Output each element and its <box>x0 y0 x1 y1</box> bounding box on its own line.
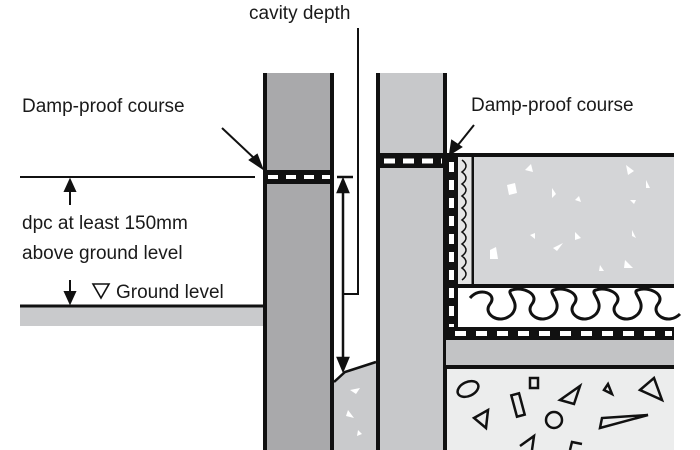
ground-level-symbol <box>91 283 111 300</box>
cavity-depth-label: cavity depth <box>249 3 350 24</box>
dpc-height-arrows <box>63 177 77 306</box>
dpc-left-label: Damp-proof course <box>22 96 185 117</box>
dpc-leader-right <box>448 124 475 157</box>
floor-insulation <box>458 287 674 327</box>
outer-leaf-wall <box>263 73 333 450</box>
slab-aggregate <box>490 164 650 271</box>
ground-level-label: Ground level <box>116 282 224 303</box>
floor-slab <box>474 157 674 285</box>
ground-strip <box>20 306 263 326</box>
insulation-curls <box>468 287 682 321</box>
blinding-layer <box>446 340 674 366</box>
hardcore-fill <box>447 369 674 450</box>
dpc-leader-left <box>221 127 265 171</box>
cavity-fill <box>334 362 376 450</box>
dpc-height-line1: dpc at least 150mm <box>22 213 188 234</box>
hardcore-aggregate <box>456 375 665 450</box>
dpc-right-label: Damp-proof course <box>471 95 634 116</box>
dpc-height-line2: above ground level <box>22 243 183 264</box>
outer-dpc <box>263 170 333 184</box>
floor-dpm <box>445 327 674 340</box>
cavity-depth-dimension <box>336 28 359 374</box>
edge-insulation <box>458 157 472 285</box>
inner-dpc <box>376 153 457 168</box>
vertical-dpc <box>445 155 458 340</box>
inner-leaf-wall <box>376 73 446 450</box>
